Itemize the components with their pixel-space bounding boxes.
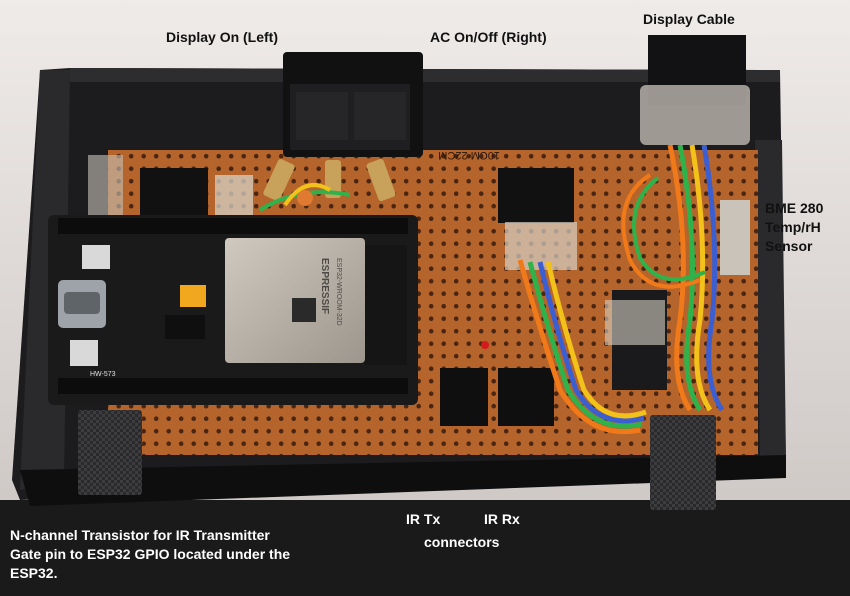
- ir-tx-connector: [440, 368, 488, 426]
- antenna-area: [365, 245, 407, 365]
- label-connectors: connectors: [424, 534, 500, 550]
- pcb-marking: 10CM 22CM: [438, 149, 500, 161]
- connector-block: [498, 168, 574, 223]
- yellow-wire: [689, 144, 713, 412]
- qr-code: [292, 298, 316, 322]
- ir-rx-connector: [498, 368, 554, 426]
- label-bme280-line2: Temp/rH: [765, 219, 821, 235]
- reset-button: [82, 245, 110, 269]
- label-n-channel-line3: ESP32.: [10, 565, 58, 581]
- label-display-cable: Display Cable: [643, 11, 735, 27]
- wire-bundle: [88, 155, 123, 215]
- enclosure-right-wall: [755, 140, 786, 462]
- heat-shrink: [605, 300, 665, 345]
- label-n-channel-transistor: N-channel Transistor for IR Transmitter …: [10, 526, 290, 583]
- label-ir-tx: IR Tx: [406, 511, 441, 527]
- label-bme280: BME 280 Temp/rH Sensor: [765, 199, 823, 256]
- boot-button: [70, 340, 98, 366]
- label-ac-onoff: AC On/Off (Right): [430, 29, 547, 45]
- label-bme280-line3: Sensor: [765, 238, 813, 254]
- orange-wire: [621, 173, 701, 289]
- label-bme280-line1: BME 280: [765, 200, 824, 216]
- carbon-fiber-clip: [78, 410, 142, 495]
- regulator-chip: [165, 315, 205, 339]
- heat-shrink: [215, 175, 253, 217]
- label-ir-rx: IR Rx: [484, 511, 520, 527]
- rocker-switch-left: [296, 92, 348, 140]
- module-model: ESP32-WROOM-32D: [335, 258, 342, 326]
- red-dot: [481, 341, 489, 349]
- led-component: [180, 285, 206, 307]
- label-display-on: Display On (Left): [166, 29, 279, 45]
- enclosure-bottom-wall: [20, 455, 786, 506]
- usb-port-opening: [64, 292, 100, 314]
- display-cable-heat-shrink: [640, 85, 750, 145]
- bme280-sensor: [720, 200, 750, 275]
- blue-wire: [701, 144, 725, 412]
- solder-joint: [297, 190, 313, 206]
- green-wire: [527, 261, 643, 429]
- carbon-fiber-clip: [650, 415, 716, 510]
- enclosure-top-rim: [70, 68, 780, 82]
- switch-terminal: [263, 159, 295, 201]
- switch-terminal: [366, 158, 396, 202]
- dark-foreground: [0, 500, 850, 596]
- header-connector: [140, 168, 208, 216]
- module-brand: ESPRESSIF: [319, 258, 330, 314]
- orange-wire: [517, 259, 641, 435]
- rocker-switch-right: [354, 92, 406, 140]
- header-pins-top: [58, 218, 408, 394]
- yellow-wire: [283, 183, 332, 207]
- blue-wire: [537, 261, 645, 424]
- label-n-channel-line1: N-channel Transistor for IR Transmitter: [10, 527, 270, 543]
- green-wire: [677, 144, 703, 412]
- orange-wire: [667, 144, 693, 412]
- label-n-channel-line2: Gate pin to ESP32 GPIO located under the: [10, 546, 291, 562]
- devkit-model-text: HW-573: [90, 371, 116, 378]
- green-wire: [632, 176, 706, 282]
- yellow-wire: [545, 261, 647, 419]
